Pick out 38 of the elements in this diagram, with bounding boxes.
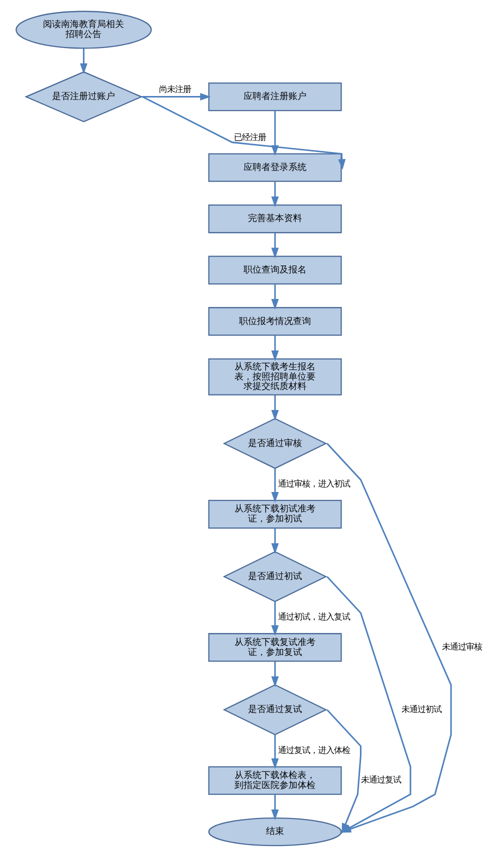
arrow: [270, 181, 278, 208]
arrow: [270, 395, 278, 421]
arrow: [270, 661, 278, 688]
arrow: [79, 48, 87, 74]
arrow: [270, 232, 278, 259]
arrow: [270, 110, 278, 156]
node-ellipse: 结束: [208, 817, 342, 846]
node-box: 应聘者注册账户: [208, 82, 342, 112]
arrow: [270, 794, 278, 820]
edge-label: 未通过初试: [401, 704, 442, 714]
node-box: 从系统下载体检表，到指定医院参加体检: [208, 766, 342, 795]
node-box: 职位查询及报名: [208, 256, 342, 284]
edge-label: 未通过审核: [442, 642, 482, 652]
node-diamond: 是否注册过账户: [24, 71, 142, 122]
edge-label: 已经注册: [233, 132, 266, 142]
edge-label: 未通过复试: [360, 774, 401, 785]
arrow: [270, 335, 278, 362]
arrow: [270, 602, 278, 636]
node-box: 从系统下载考生报名表，按照招聘单位要求提交纸质材料: [208, 358, 342, 396]
arrow: [270, 528, 278, 554]
node-box: 职位报考情况查询: [208, 307, 342, 336]
node-diamond: 是否通过审核: [222, 418, 327, 469]
node-box: 从系统下载初试准考证，参加初试: [208, 500, 342, 529]
edge-label: 通过复试，进入体检: [278, 744, 350, 755]
edge-label: 通过初试，进入复试: [278, 612, 350, 622]
arrow: [270, 468, 278, 503]
node-diamond: 是否通过复试: [222, 684, 327, 736]
edge-label: 通过审核，进入初试: [278, 478, 350, 489]
arrow: [142, 96, 346, 170]
node-box: 完善基本资料: [208, 204, 342, 234]
arrow: [270, 284, 278, 310]
arrow: [270, 734, 278, 770]
node-box: 应聘者登录系统: [208, 153, 342, 182]
arrow: [141, 93, 210, 101]
edge-label: 尚未注册: [158, 84, 191, 94]
node-ellipse: 阅读南海教育局相关招聘公告: [15, 10, 152, 49]
node-diamond: 是否通过初试: [222, 551, 327, 602]
node-box: 从系统下载复试准考证，参加复试: [208, 633, 342, 662]
